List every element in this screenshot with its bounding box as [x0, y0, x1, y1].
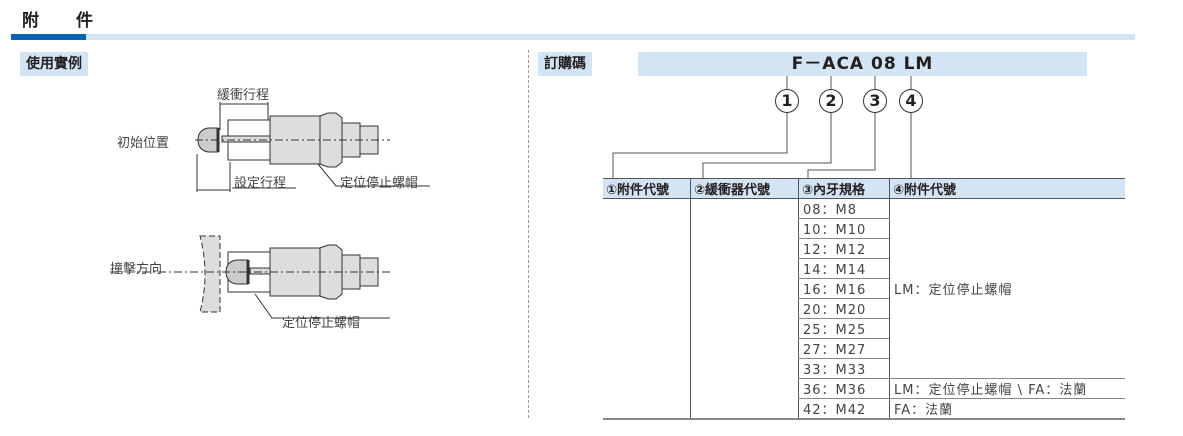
accessory-code-cell: [603, 198, 691, 420]
page-title: 附 件: [22, 11, 103, 31]
thread-cell: 36：M36: [798, 378, 890, 399]
cushion-stroke-label: 緩衝行程: [217, 88, 270, 103]
header-shock-code: ②緩衝器代號: [690, 178, 799, 199]
code-circle-3: 3: [863, 89, 887, 113]
order-code-label: 訂購碼: [538, 52, 592, 76]
code-circle-4: 4: [899, 89, 923, 113]
thread-cell: 20：M20: [798, 298, 890, 319]
set-stroke-label: 設定行程: [234, 176, 287, 191]
accessory-cell: LM：定位停止螺帽 \ FA：法蘭: [889, 378, 1125, 399]
order-code: F－ACA 08 LM: [638, 52, 1087, 76]
accessory-cell: LM：定位停止螺帽: [889, 198, 1125, 379]
thread-cell: 42：M42: [798, 398, 890, 420]
shock-code-cell: [690, 198, 799, 420]
thread-cell: 08：M8: [798, 198, 890, 219]
thread-cell: 10：M10: [798, 218, 890, 239]
thread-cell: 14：M14: [798, 258, 890, 279]
thread-cell: 25：M25: [798, 318, 890, 339]
code-circle-2: 2: [819, 89, 843, 113]
stop-nut-label: 定位停止螺帽: [340, 176, 419, 191]
thread-cell: 33：M33: [798, 358, 890, 379]
accessory-cell: FA：法蘭: [889, 398, 1125, 420]
thread-cell: 16：M16: [798, 278, 890, 299]
thread-cell: 12：M12: [798, 238, 890, 259]
title-accent-bar: [11, 34, 86, 40]
initial-position-label: 初始位置: [117, 136, 170, 151]
stop-nut-label-2: 定位停止螺帽: [282, 316, 361, 331]
header-accessory-code-2: ④附件代號: [889, 178, 1125, 199]
impact-direction-label: 撞擊方向: [110, 262, 163, 277]
title-underline: [86, 34, 1135, 40]
header-thread: ③內牙規格: [798, 178, 890, 199]
header-accessory-code: ①附件代號: [603, 178, 691, 199]
usage-diagram: [110, 102, 430, 319]
code-circle-1: 1: [775, 89, 799, 113]
usage-label: 使用實例: [20, 52, 88, 76]
table-header: ①附件代號 ②緩衝器代號 ③內牙規格 ④附件代號: [603, 178, 1125, 199]
thread-cell: 27：M27: [798, 338, 890, 359]
divider: [528, 50, 529, 418]
